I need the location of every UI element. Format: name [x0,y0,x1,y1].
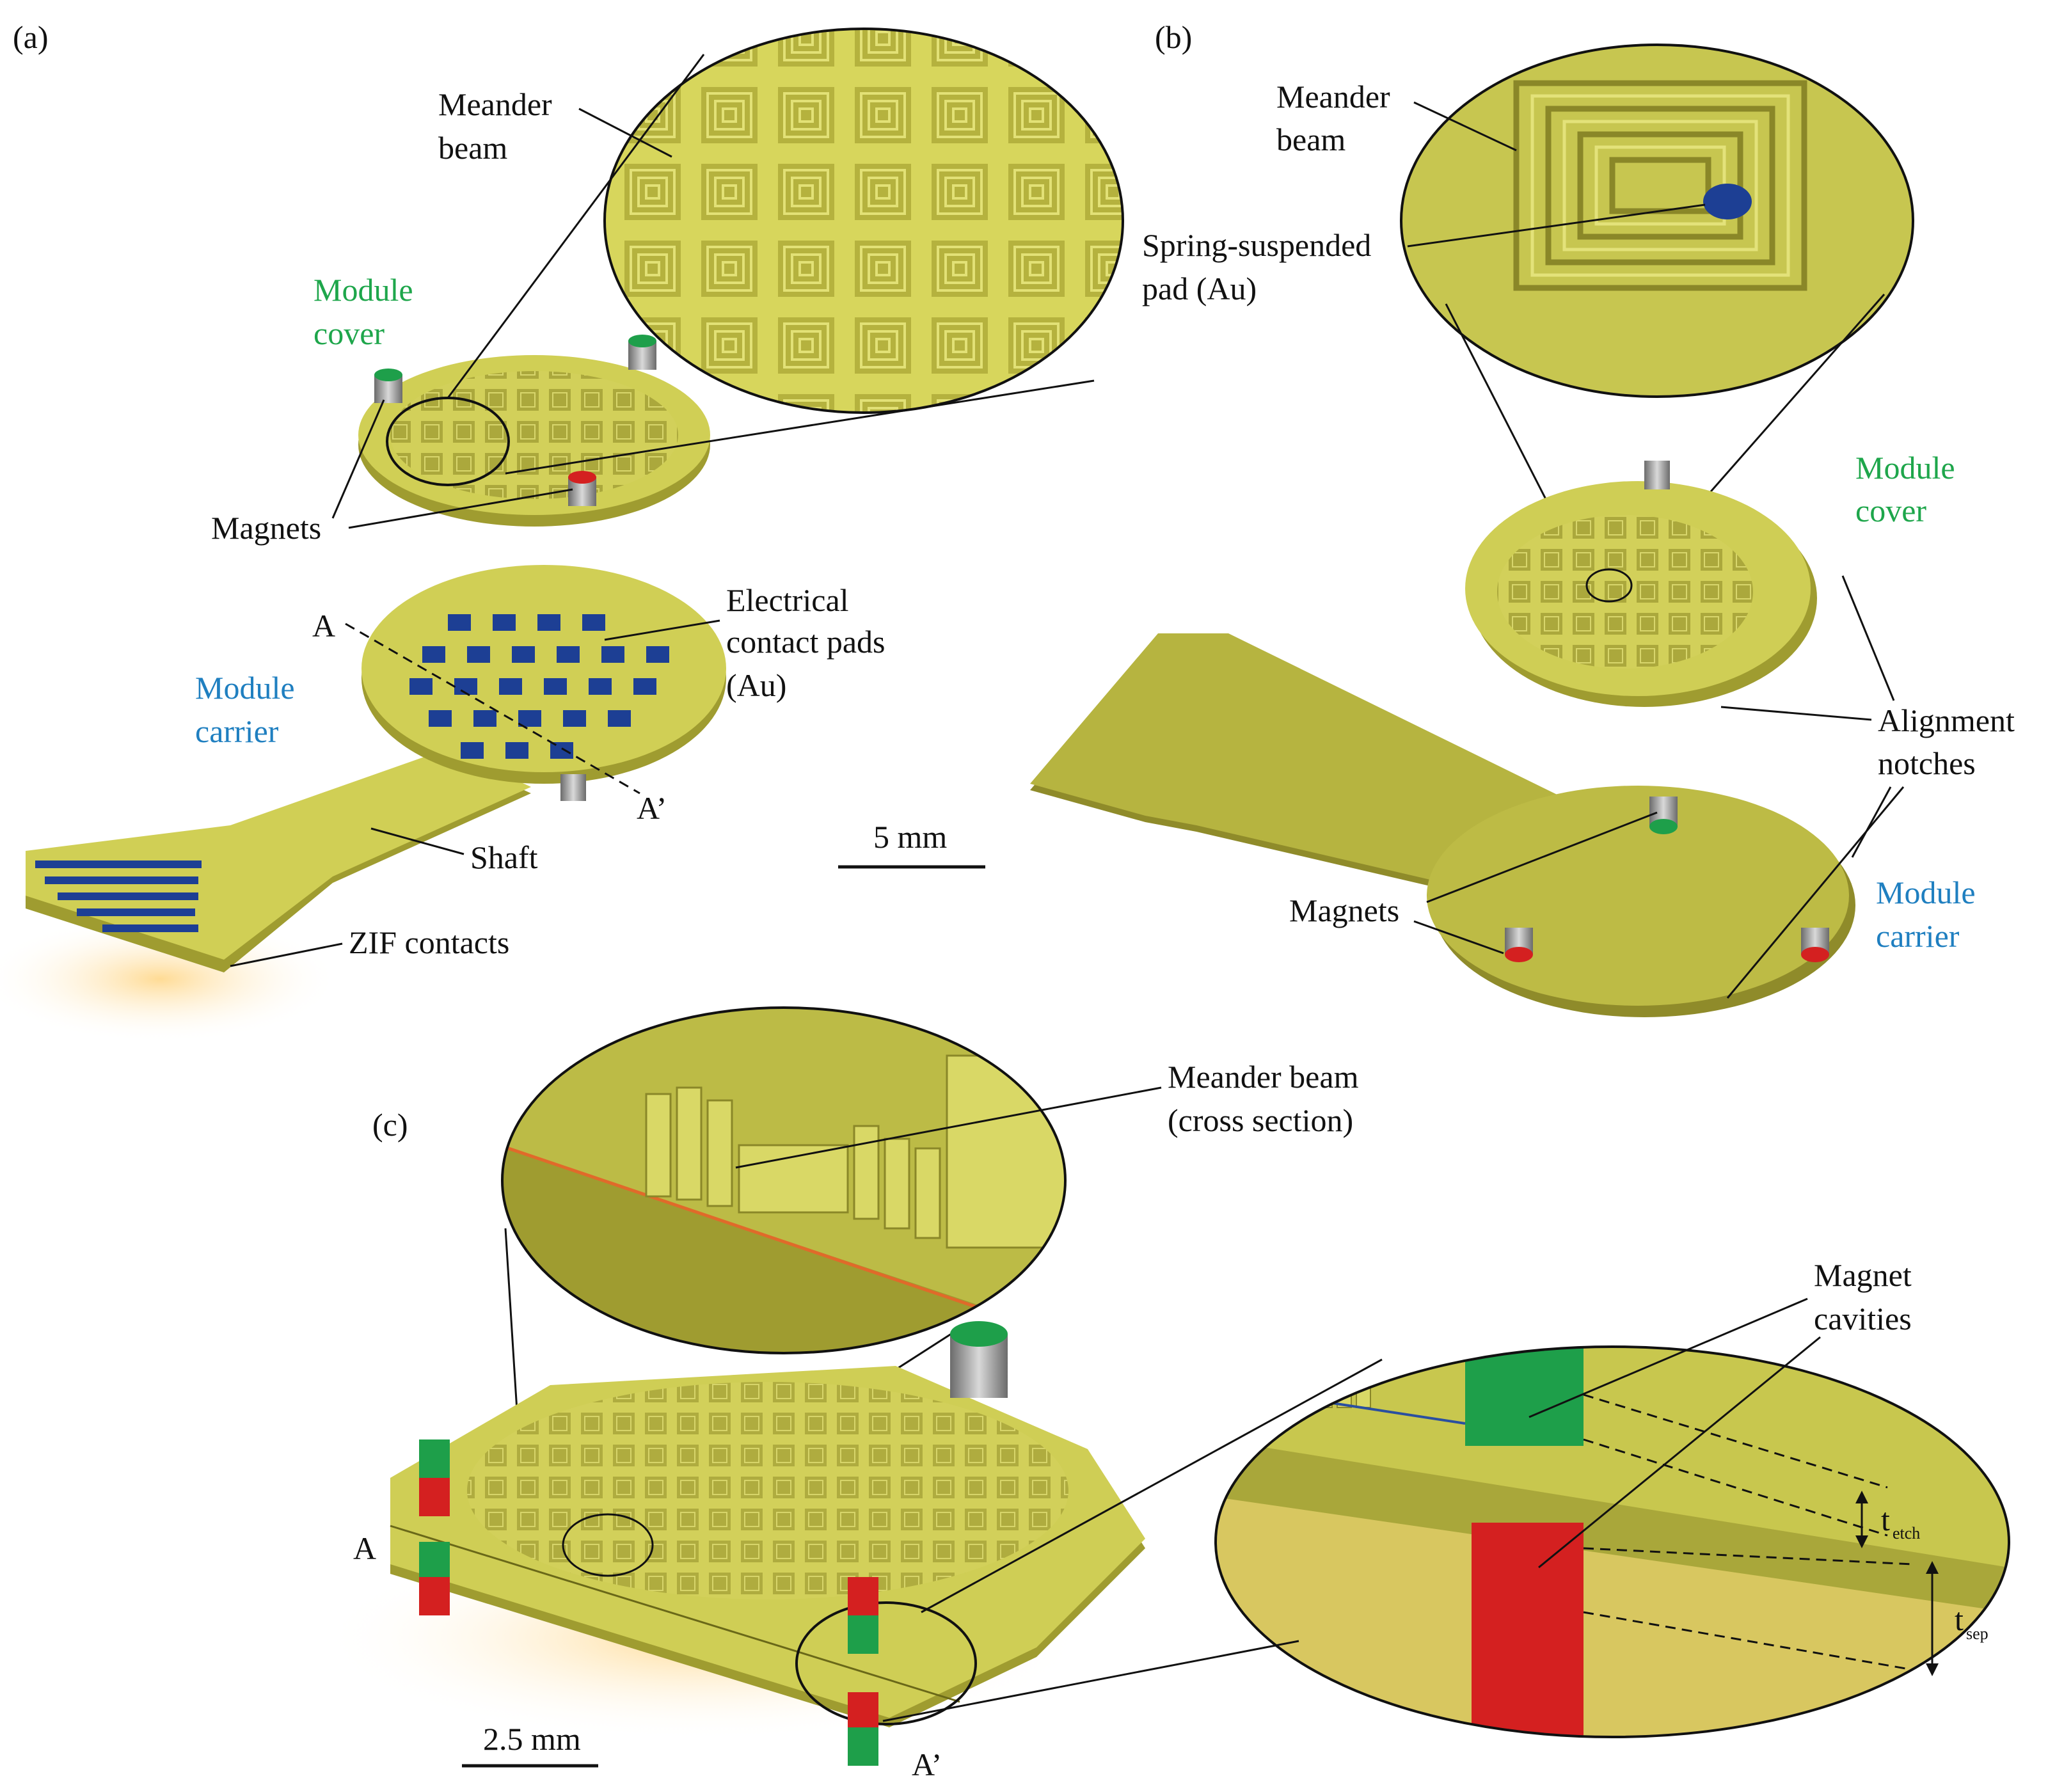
zoom-line-d1 [882,1640,1299,1722]
magnets-label-a: Magnets [211,510,321,546]
arrow-meander-b [1413,101,1517,152]
magnet-cavities-label-1: Magnet [1814,1257,1912,1293]
zoom-meander-a [447,28,1124,475]
magnet-red-a [568,471,596,506]
spring-pad-au [1703,184,1752,219]
electrical-pads-label-3: (Au) [726,667,786,703]
magnets-label-b: Magnets [1289,892,1399,928]
arrow-spring-pad [1407,203,1706,248]
arrow-meander-a [578,107,672,158]
module-cover-label-b2: cover [1855,493,1926,528]
t-sep-dimension [1926,1561,1939,1676]
meander-cross-label-1: Meander beam [1168,1059,1359,1095]
meander-beam-label-a1: Meander [438,86,552,122]
magnet-green-a2 [628,335,656,370]
module-carrier-label-a2: carrier [195,713,279,749]
panel-b-label: (b) [1155,19,1192,55]
meander-beam-label-b1: Meander [1276,79,1390,115]
magnet-cavities-label-2: cavities [1814,1301,1912,1336]
zif-contacts-array [35,860,202,932]
section-line-a [345,622,640,795]
dash-3 [1583,1547,1914,1566]
arrow-pads [604,619,720,641]
scale-label-a: 5 mm [873,819,947,855]
electrical-pads-label-2: contact pads [726,624,885,660]
alignment-label-1: Alignment [1878,702,2015,738]
module-carrier-label-a1: Module [195,670,295,706]
shaft-label: Shaft [470,839,538,875]
arrow-magnet-b2 [1413,920,1504,955]
arrow-magnet-b1 [1426,811,1658,903]
dash-1 [1583,1393,1888,1489]
alignment-label-2: notches [1878,745,1976,781]
section-a-prime-label: A’ [637,790,667,826]
zoom-magnet-cavities [882,1345,2010,1738]
section-a-prime-label-c: A’ [912,1747,942,1782]
arrow-align-1 [1841,575,1895,701]
t-sep-subscript: sep [1966,1624,1988,1643]
meander-cross-label-2: (cross section) [1168,1102,1353,1138]
panel-c: (c) Meander [320,1006,2010,1782]
magnet-green-a [374,369,402,403]
arrow-cavity-2 [1538,1336,1821,1569]
zoom-line-a1 [447,54,705,399]
section-a-label-c: A [353,1530,376,1566]
zif-label: ZIF contacts [349,924,509,960]
arrow-meander-c [735,1086,1162,1169]
panel-b: (b) Meander beam [1030,19,2015,1017]
arrow-shaft [370,827,464,855]
electrical-contact-pads [409,614,669,759]
arrow-magnet-a1 [331,399,385,519]
module-carrier-a [0,565,726,1043]
zoom-meander-b [1400,44,1914,586]
module-carrier-label-b1: Module [1876,875,1976,910]
module-cover-a [358,355,710,527]
meander-beam-label-a2: beam [438,130,507,166]
module-cover-label-a1: Module [314,272,413,308]
module-carrier-label-b2: carrier [1876,918,1960,954]
dash-2 [1583,1438,1888,1537]
zoom-cross-section [501,1006,1067,1550]
panel-c-label: (c) [372,1107,408,1143]
t-etch-dimension [1855,1491,1868,1548]
spring-pad-label-1: Spring-suspended [1142,227,1371,263]
arrow-zif [230,942,343,967]
panel-a: (a) Meander [0,19,1124,1043]
arrow-align-4 [1726,786,1905,999]
panel-a-label: (a) [13,19,49,55]
module-cover-label-b1: Module [1855,450,1955,486]
scale-label-c: 2.5 mm [483,1721,581,1757]
module-carrier-b [1030,633,1855,1017]
zoom-line-a2 [505,379,1095,475]
arrow-cavity-1 [1528,1297,1808,1418]
module-cover-b [1465,461,1817,707]
section-a-label: A [312,608,335,644]
zoom-line-d2 [921,1358,1383,1614]
dash-4 [1583,1611,1914,1671]
module-cover-label-a2: cover [314,315,385,351]
t-etch-label: t [1881,1502,1890,1537]
spring-pad-label-2: pad (Au) [1142,271,1257,306]
t-etch-subscript: etch [1893,1524,1920,1542]
arrow-magnet-a2 [348,488,573,529]
arrow-align-2 [1720,706,1872,721]
t-sep-label: t [1955,1601,1964,1637]
device-assembly-c [320,1321,1145,1766]
meander-beam-label-b2: beam [1276,122,1345,157]
arrow-align-3 [1851,786,1892,858]
electrical-pads-label-1: Electrical [726,582,849,618]
magnet-bottom-a [560,774,586,801]
